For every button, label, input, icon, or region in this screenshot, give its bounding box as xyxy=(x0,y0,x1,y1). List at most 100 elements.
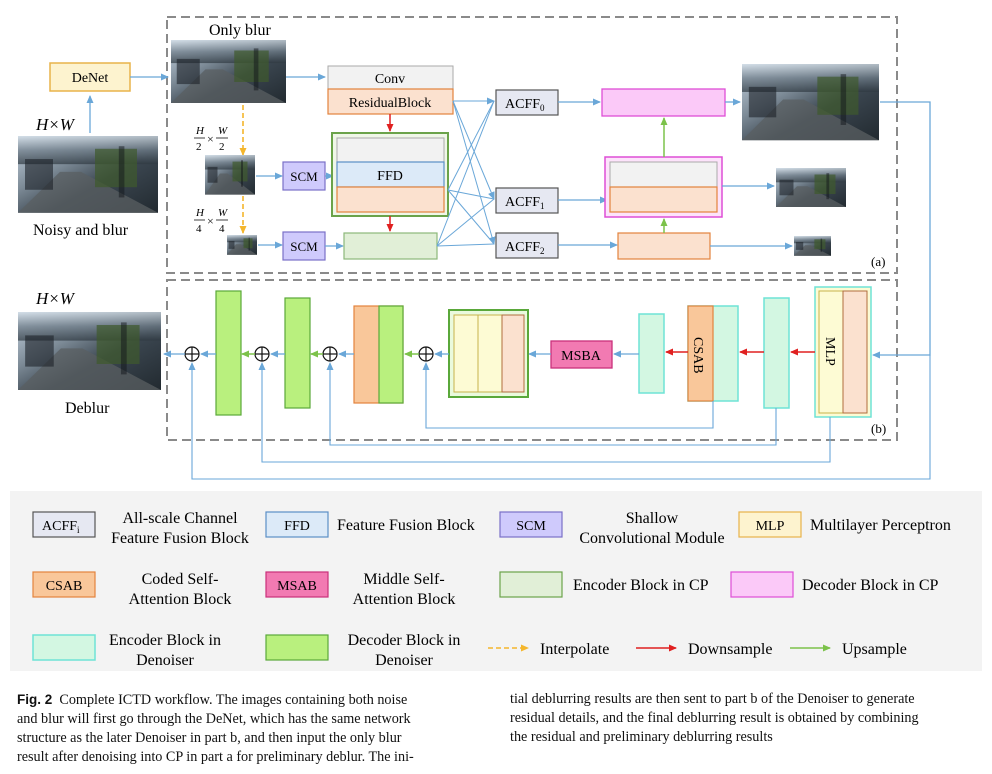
decoder-part-2 xyxy=(477,314,503,393)
legend-acff-desc-2: Feature Fusion Block xyxy=(111,530,249,547)
legend-csab-label: CSAB xyxy=(46,579,83,594)
legend-acff-box xyxy=(32,511,96,538)
sum-node-1 xyxy=(184,346,200,362)
legend-csab-box xyxy=(32,571,96,598)
mlp-label: MLP xyxy=(822,337,837,366)
legend-downsample-label: Downsample xyxy=(688,641,772,658)
half-scale-output-image xyxy=(776,168,846,207)
legend-msab-box xyxy=(265,571,329,598)
legend-ffd-desc: Feature Fusion Block xyxy=(337,517,475,534)
scm-box-2 xyxy=(282,231,326,261)
acff-1-label: ACFF1 xyxy=(505,195,545,211)
svg-text:4: 4 xyxy=(196,223,202,235)
denoiser-decoder-3-right xyxy=(378,305,404,404)
legend-dec-den-desc-2: Denoiser xyxy=(375,652,433,669)
only-blur-label: Only blur xyxy=(209,22,271,39)
legend-msab-desc-2: Attention Block xyxy=(353,591,456,608)
legend-dec-den-box xyxy=(265,634,329,661)
encoder-cp-level3 xyxy=(343,232,438,260)
legend-dec-cp-desc: Decoder Block in CP xyxy=(802,577,939,594)
caption-line-6: residual details, and the final deblurri… xyxy=(510,710,919,726)
denoiser-encoder-3 xyxy=(638,313,665,394)
part-b-label: (b) xyxy=(871,421,886,436)
quarter-scale-label: H 4 × W 4 xyxy=(194,207,228,235)
svg-text:×: × xyxy=(207,214,214,228)
decoder-level2-conv-box xyxy=(609,161,718,188)
legend-scm-label: SCM xyxy=(516,519,546,534)
denet-box xyxy=(49,62,131,92)
svg-text:H: H xyxy=(195,125,205,137)
part-a-frame xyxy=(166,16,898,274)
legend-enc-den-desc-2: Denoiser xyxy=(136,652,194,669)
part-b-frame xyxy=(166,279,898,441)
denet-label: DeNet xyxy=(72,71,109,86)
input-size-label: H×W xyxy=(35,115,76,134)
svg-text:W: W xyxy=(218,207,228,219)
only-blur-image xyxy=(171,40,286,103)
quarter-scale-image xyxy=(227,235,257,255)
ffd-label: FFD xyxy=(377,169,403,184)
output-size-label: H×W xyxy=(35,289,76,308)
skip-connection-2 xyxy=(326,362,777,446)
sum-node-3 xyxy=(322,346,338,362)
skip-connection-3 xyxy=(258,362,831,463)
legend-enc-cp-box xyxy=(499,571,563,598)
legend-dec-cp-box xyxy=(730,571,794,598)
acff-cross-connections xyxy=(436,97,496,247)
noisy-blur-label: Noisy and blur xyxy=(33,222,129,239)
residual-block-box xyxy=(327,88,454,115)
legend-msab-label: MSAB xyxy=(277,579,317,594)
caption-label: Fig. 2 xyxy=(17,692,53,707)
legend-dec-den-desc-1: Decoder Block in xyxy=(348,632,461,649)
svg-text:×: × xyxy=(207,132,214,146)
level2-conv-box xyxy=(336,137,445,163)
legend-enc-den-box xyxy=(32,634,96,661)
decoder-level2-residual-box xyxy=(609,186,718,213)
deblur-image xyxy=(18,312,161,390)
legend-background xyxy=(10,491,982,671)
connector-to-denoiser xyxy=(872,101,931,359)
half-scale-label: H 2 × W 2 xyxy=(194,125,228,153)
residual-block-label: ResidualBlock xyxy=(349,96,431,111)
legend-acff-desc-1: All-scale Channel xyxy=(122,510,238,527)
legend: ACFFi All-scale Channel Feature Fusion B… xyxy=(32,510,951,669)
caption-line-7: the residual and preliminary deblurring … xyxy=(510,729,773,745)
legend-mlp-desc: Multilayer Perceptron xyxy=(810,517,951,534)
legend-enc-den-desc-1: Encoder Block in xyxy=(109,632,221,649)
level2-residual-box xyxy=(336,186,445,213)
skip-connection-1 xyxy=(422,362,714,429)
legend-scm-desc-1: Shallow xyxy=(626,510,679,527)
decoder-cp-level3 xyxy=(617,232,711,260)
part-a-label: (a) xyxy=(871,254,885,269)
caption-left: Fig. 2 Complete ICTD workflow. The image… xyxy=(17,690,487,767)
csab-block xyxy=(687,305,714,402)
acff-0-box xyxy=(495,89,559,116)
denoiser-decoder-1 xyxy=(215,290,242,416)
legend-csab-desc-1: Coded Self- xyxy=(142,571,219,588)
residual-connection xyxy=(188,355,931,480)
decoder-part-1 xyxy=(453,314,479,393)
svg-text:2: 2 xyxy=(196,141,202,153)
denoiser-encoder-1 xyxy=(763,297,790,409)
csab-label: CSAB xyxy=(690,337,705,374)
acff-2-label: ACFF2 xyxy=(505,240,545,256)
legend-interpolate-label: Interpolate xyxy=(540,641,609,658)
caption-line-3: structure as the later Denoiser in part … xyxy=(17,730,402,746)
quarter-scale-output-image xyxy=(794,236,831,256)
legend-msab-desc-1: Middle Self- xyxy=(363,571,444,588)
acff-0-label: ACFF0 xyxy=(505,97,545,113)
caption-line-2: and blur will first go through the DeNet… xyxy=(17,711,411,727)
legend-csab-desc-2: Attention Block xyxy=(129,591,232,608)
decoder-cp-level1 xyxy=(601,88,726,117)
svg-text:W: W xyxy=(218,125,228,137)
legend-mlp-box xyxy=(738,511,802,538)
legend-ffd-box xyxy=(265,511,329,538)
legend-mlp-label: MLP xyxy=(756,519,785,534)
caption-line-4: result after denoising into CP in part a… xyxy=(17,749,414,765)
legend-scm-desc-2: Convolutional Module xyxy=(579,530,724,547)
half-scale-image xyxy=(205,155,255,195)
caption-right: tial deblurring results are then sent to… xyxy=(510,690,980,747)
scm-label-2: SCM xyxy=(290,239,318,254)
svg-text:2: 2 xyxy=(219,141,225,153)
